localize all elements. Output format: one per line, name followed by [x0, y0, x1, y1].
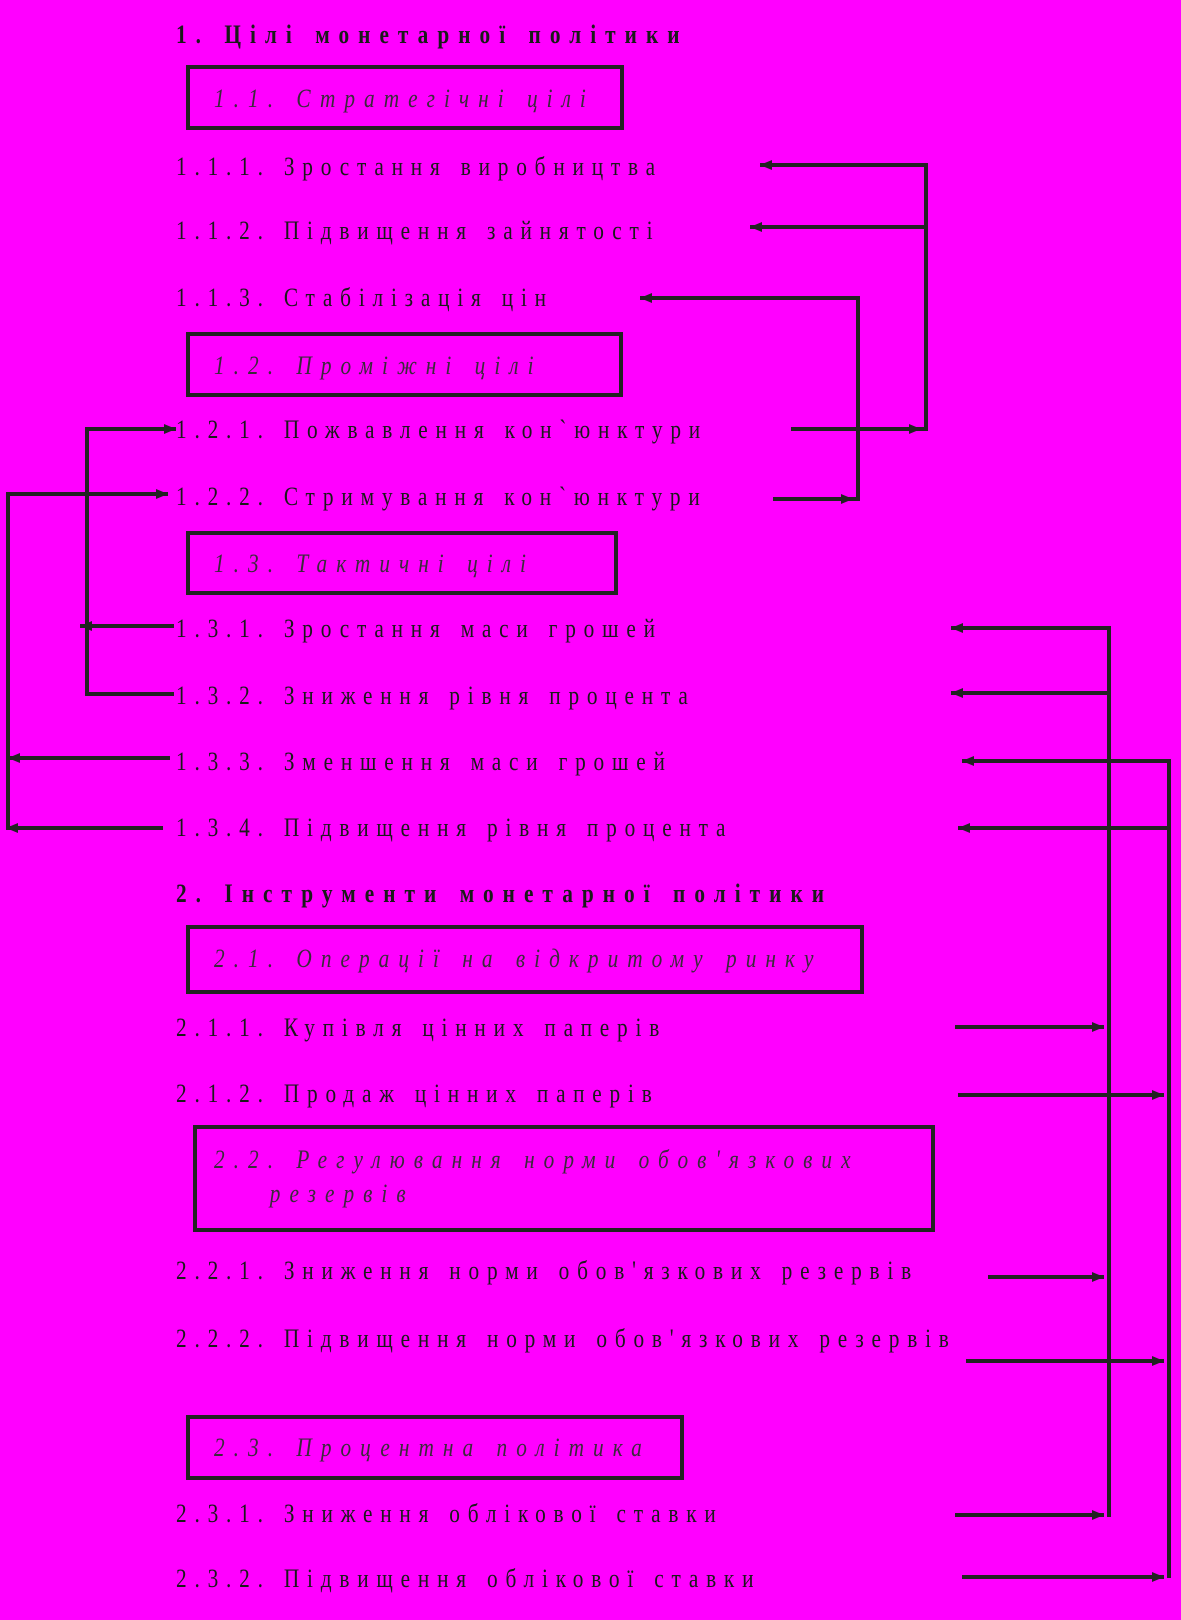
group-label-strategic-goals: 1.1. Стратегічні цілі: [214, 84, 595, 113]
item-1-2-2: 1.2.2. Стримування кон`юнктури: [176, 482, 708, 511]
item-1-1-1: 1.1.1. Зростання виробництва: [176, 152, 663, 181]
bus-contraction: [962, 756, 1171, 1578]
item-1-3-3: 1.3.3. Зменшення маси грошей: [176, 747, 673, 776]
group-box-intermediate-goals: [186, 332, 623, 397]
item-1-3-2: 1.3.2. Зниження рівня процента: [176, 681, 696, 710]
group-box-open-market: [186, 925, 864, 994]
group-box-discount-policy: [186, 1415, 684, 1480]
group-label-intermediate-goals: 1.2. Проміжні цілі: [214, 351, 543, 380]
bus-expansion: [951, 623, 1111, 1517]
item-1-1-3: 1.1.3. Стабілізація цін: [176, 283, 554, 312]
item-1-1-2: 1.1.2. Підвищення зайнятості: [176, 216, 661, 245]
section1-title: 1. Цілі монетарної політики: [176, 20, 689, 49]
item-1-2-1: 1.2.1. Пожвавлення кон`юнктури: [176, 415, 708, 444]
group-label-discount-policy: 2.3. Процентна політика: [214, 1433, 651, 1462]
item-1-3-1: 1.3.1. Зростання маси грошей: [176, 614, 663, 643]
item-1-3-4: 1.3.4. Підвищення рівня процента: [176, 813, 734, 842]
group-box-tactical-goals: [186, 531, 618, 595]
bracket-1-1: [760, 160, 928, 431]
group-box-reserve-requirements: [193, 1125, 935, 1232]
item-2-3-1: 2.3.1. Зниження облікової ставки: [176, 1499, 724, 1528]
item-2-1-1: 2.1.1. Купівля цінних паперів: [176, 1013, 668, 1042]
group-label-open-market: 2.1. Операції на відкритому ринку: [214, 944, 823, 973]
group-box-strategic-goals: [186, 65, 624, 130]
item-2-3-2: 2.3.2. Підвищення облікової ставки: [176, 1564, 762, 1593]
item-2-2-1: 2.2.1. Зниження норми обов'язкових резер…: [176, 1256, 919, 1285]
item-2-2-2: 2.2.2. Підвищення норми обов'язкових рез…: [176, 1324, 957, 1353]
group-label-tactical-goals: 1.3. Тактичні цілі: [214, 549, 535, 578]
section2-title: 2. Інструменти монетарної політики: [176, 879, 834, 908]
bracket-1-1-3: [640, 293, 860, 501]
item-2-1-2: 2.1.2. Продаж цінних паперів: [176, 1079, 660, 1108]
bracket-1-2-1: [85, 424, 176, 696]
group-label-reserve-requirements: 2.2. Регулювання норми обов'язкових резе…: [214, 1145, 860, 1208]
